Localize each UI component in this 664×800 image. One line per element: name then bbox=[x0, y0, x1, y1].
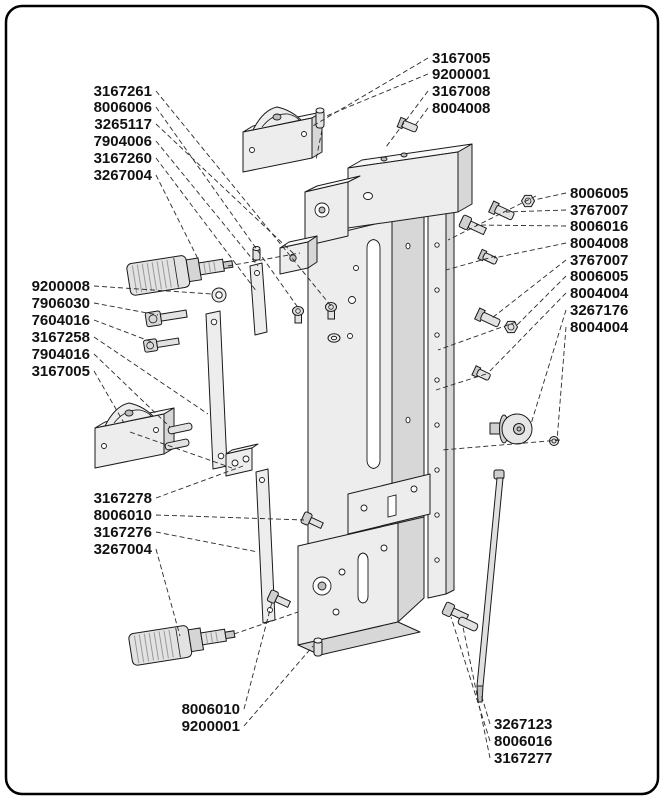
part-label: 7906030 bbox=[32, 295, 90, 312]
part-label: 8006010 bbox=[94, 507, 152, 524]
part-label: 3267123 bbox=[494, 716, 552, 733]
long-rod bbox=[476, 469, 505, 703]
cap-screw-mid bbox=[300, 511, 324, 530]
part-label: 3267004 bbox=[94, 167, 153, 184]
cube-block bbox=[279, 235, 318, 275]
part-label: 7904006 bbox=[94, 133, 152, 150]
part-label: 3167005 bbox=[432, 50, 490, 67]
part-label: 3167277 bbox=[494, 750, 552, 767]
part-label: 3167258 bbox=[32, 329, 90, 346]
part-label: 3267176 bbox=[570, 302, 628, 319]
part-label: 8004004 bbox=[570, 285, 629, 302]
part-label: 8004008 bbox=[432, 100, 490, 117]
part-label: 8006005 bbox=[570, 268, 628, 285]
part-label: 7604016 bbox=[32, 312, 90, 329]
part-label: 8004004 bbox=[570, 319, 629, 336]
frame-screws bbox=[292, 302, 341, 343]
part-label: 3167276 bbox=[94, 524, 152, 541]
part-label: 9200001 bbox=[182, 718, 240, 735]
roller-knob bbox=[489, 413, 533, 445]
part-label: 9200008 bbox=[32, 278, 90, 295]
stud-bolt-a bbox=[488, 200, 515, 221]
part-label: 8004008 bbox=[570, 235, 628, 252]
narrow-bar bbox=[249, 246, 268, 336]
part-labels: 3167261 8006006 3265117 7904006 3167260 … bbox=[32, 50, 629, 767]
part-label: 3267004 bbox=[94, 541, 153, 558]
cap-screw-bottom-left bbox=[266, 589, 292, 609]
part-label: 8006005 bbox=[570, 185, 628, 202]
dowel-pin-bottom bbox=[313, 637, 323, 657]
lower-micrometer bbox=[128, 625, 236, 666]
upper-micrometer bbox=[126, 255, 234, 296]
part-label: 3167278 bbox=[94, 490, 152, 507]
clamp-pins bbox=[164, 422, 193, 451]
part-label: 8006010 bbox=[182, 701, 240, 718]
part-label: 3167260 bbox=[94, 150, 152, 167]
leader-lines bbox=[93, 57, 567, 759]
part-label: 8006016 bbox=[570, 218, 628, 235]
stud-bottom-right bbox=[457, 616, 479, 632]
part-label: 8006016 bbox=[494, 733, 552, 750]
hex-nut-b bbox=[503, 320, 519, 334]
part-label: 3167261 bbox=[94, 83, 152, 100]
bolt-top-right bbox=[396, 116, 418, 133]
part-label: 9200001 bbox=[432, 66, 490, 83]
part-label: 3767007 bbox=[570, 252, 628, 269]
cap-screw-small bbox=[143, 337, 180, 353]
hex-nut-a bbox=[520, 194, 536, 208]
stud-bolt-b bbox=[474, 307, 501, 328]
part-label: 8006006 bbox=[94, 99, 152, 116]
washer bbox=[211, 287, 227, 303]
part-label: 3167008 bbox=[432, 83, 490, 100]
bolt-right-b bbox=[477, 248, 498, 265]
spacer-block bbox=[225, 443, 259, 477]
part-label: 3767007 bbox=[570, 202, 628, 219]
part-label: 3265117 bbox=[94, 116, 152, 133]
main-frame bbox=[297, 143, 473, 656]
mid-clamp-block bbox=[94, 402, 175, 469]
cap-screw-right-a bbox=[458, 214, 488, 236]
top-clamp-block bbox=[242, 106, 323, 173]
guide-rail bbox=[427, 163, 455, 599]
part-label: 3167005 bbox=[32, 363, 90, 380]
dowel-pin-top bbox=[315, 107, 325, 129]
part-label: 7904016 bbox=[32, 346, 90, 363]
